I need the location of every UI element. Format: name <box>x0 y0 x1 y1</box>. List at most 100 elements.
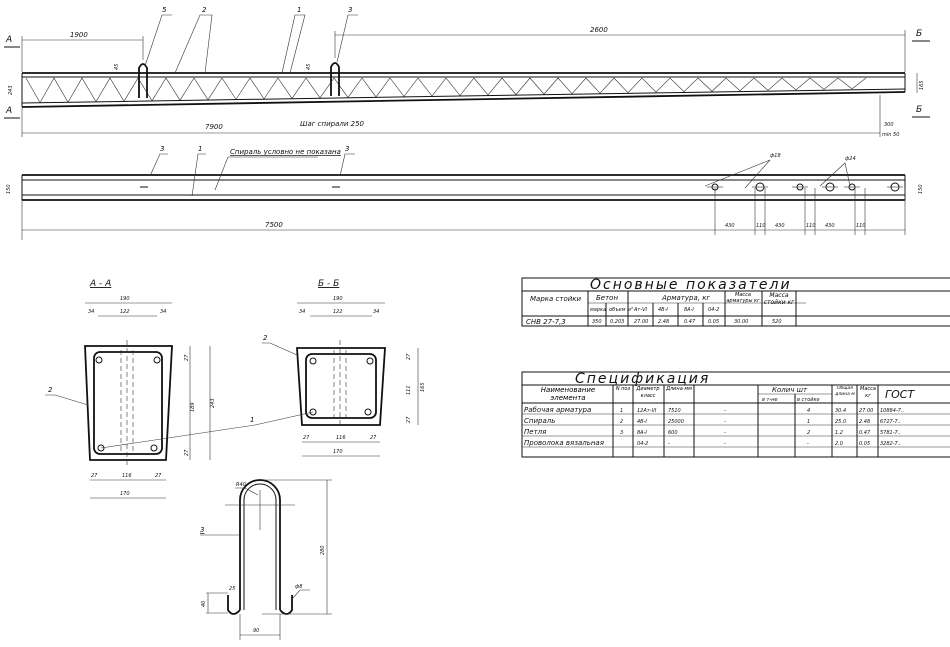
loop-right <box>330 62 340 96</box>
header-qty-sub1: в т-не <box>762 397 778 403</box>
spec-cell: Проволока вязальная <box>524 439 604 447</box>
dim-min50: min 50 <box>882 132 899 138</box>
gap-dim: 110 <box>806 223 816 229</box>
position-1-common: 1 <box>250 416 254 424</box>
col-rebar: Арматура, кг <box>661 294 710 302</box>
loop-position-3: 3 <box>200 526 204 534</box>
spec-cell: 1 <box>620 408 623 414</box>
spec-cell: 3282-7.. <box>880 441 901 447</box>
main-indicators-table: Основные показатели Марка стойки Бетон м… <box>521 277 950 327</box>
aa-cover-bottom: 27 <box>184 449 190 456</box>
specification-table: Спецификация Наименование элемента N поз… <box>521 371 950 458</box>
position-3-label: 3 <box>348 6 352 14</box>
spec-cell: 25000 <box>668 419 684 425</box>
spec-cell: - <box>668 441 670 447</box>
section-b-b: Б - Б 190 34 122 34 111 165 27 27 27 116… <box>250 279 426 457</box>
header-qty: Колич шт <box>772 386 808 394</box>
loop-diameter: ф8 <box>295 584 302 590</box>
sub-rebar-3: 8А-I <box>684 307 694 313</box>
aa-bottom-mid: 116 <box>122 473 132 479</box>
bb-cover-top: 27 <box>406 353 412 360</box>
gap-dim: 430 <box>825 223 835 229</box>
hole-24-label: ф24 <box>845 156 856 162</box>
loop-gap: 25 <box>229 586 235 592</box>
bb-cover-bottom: 27 <box>406 416 412 423</box>
bb-mid: 122 <box>333 309 343 315</box>
col-mark: Марка стойки <box>530 295 582 303</box>
gap-dim: 110 <box>756 223 766 229</box>
hole-18-label: ф18 <box>770 153 781 159</box>
aa-side-right: 34 <box>160 309 166 315</box>
dim-243: 243 <box>8 85 14 95</box>
section-a-a-title: А - А <box>89 279 111 289</box>
bb-side-right: 34 <box>373 309 379 315</box>
spec-cell: 0.05 <box>859 441 870 447</box>
sub-rebar-4: 04-2 <box>708 307 719 313</box>
spec-cell: Спираль <box>524 417 555 425</box>
spec-cell: - <box>724 419 726 425</box>
spec-cell: Петля <box>524 428 546 436</box>
spec-cell: 5781-7.. <box>880 430 901 436</box>
main-table-row: СНВ 27-7,3 350 0.203 27.00 2.48 0.47 0.0… <box>526 318 782 326</box>
spec-cell: 12Ат-VI <box>637 408 657 414</box>
spec-cell: 4В-I <box>637 419 647 425</box>
dim-1900: 1900 <box>70 31 88 39</box>
bb-height-111: 111 <box>406 385 412 395</box>
spec-cell: 4 <box>807 408 810 414</box>
cell-volume: 0.203 <box>610 319 624 325</box>
loop-detail: R40 280 90 40 25 ф8 3 <box>200 479 332 640</box>
sub-volume: объем м³ <box>609 307 633 313</box>
dim-165: 165 <box>919 80 925 90</box>
loop-radius: R40 <box>236 482 246 488</box>
position-1-label: 1 <box>297 6 301 14</box>
spiral-zigzag <box>25 77 867 104</box>
sub-rebar-2: 4В-I <box>658 307 668 313</box>
header-total-length: Общая длина м <box>835 386 855 397</box>
aa-bottom-left: 27 <box>91 473 98 479</box>
spec-cell: - <box>807 441 809 447</box>
aa-mid: 122 <box>120 309 130 315</box>
section-mark-a-top: А <box>5 35 12 45</box>
cell-r3: 0.47 <box>684 319 696 325</box>
plan-position-3-left: 3 <box>160 145 164 153</box>
spec-cell: 2 <box>620 419 623 425</box>
loop-width: 90 <box>253 628 259 634</box>
cell-mark: СНВ 27-7,3 <box>526 318 566 326</box>
dim-2600: 2600 <box>590 26 608 34</box>
spec-cell: - <box>724 441 726 447</box>
bb-bottom-mid: 116 <box>336 435 346 441</box>
aa-width-top: 190 <box>120 296 130 302</box>
bb-width-bottom: 170 <box>333 449 343 455</box>
bb-bottom-left: 27 <box>303 435 310 441</box>
header-diameter: Диаметр класс <box>636 386 660 399</box>
gap-dim: 430 <box>775 223 785 229</box>
spec-cell: 6727-7.. <box>880 419 901 425</box>
section-a-a: А - А 190 34 122 34 189 243 27 27 27 116… <box>45 279 256 499</box>
spec-cell: 1.2 <box>835 430 843 436</box>
step-note: Шаг спирали 250 <box>300 120 365 128</box>
dim-7900: 7900 <box>205 123 223 131</box>
aa-side-left: 34 <box>88 309 94 315</box>
section-mark-b-top: Б <box>916 29 922 39</box>
col-rebar-mass: Масса арматуры кг <box>726 292 760 304</box>
loop-height: 280 <box>320 545 326 555</box>
aa-cover-top: 27 <box>184 354 190 361</box>
header-pos: N поз <box>615 386 631 392</box>
spec-cell: 2.48 <box>859 419 870 425</box>
position-5-label: 5 <box>162 6 167 14</box>
header-qty-sub2: в стойке <box>797 397 820 403</box>
spec-cell: - <box>724 430 726 436</box>
loop-leg: 40 <box>201 601 207 607</box>
header-mass: Масса кг <box>860 386 876 399</box>
gap-dim: 110 <box>856 223 866 229</box>
bb-bottom-right: 27 <box>370 435 377 441</box>
cell-r1: 27.00 <box>634 319 648 325</box>
dim-150-left: 150 <box>6 184 12 194</box>
col-post-mass: Масса стойки кг <box>763 292 795 306</box>
bb-height-165: 165 <box>420 382 426 392</box>
